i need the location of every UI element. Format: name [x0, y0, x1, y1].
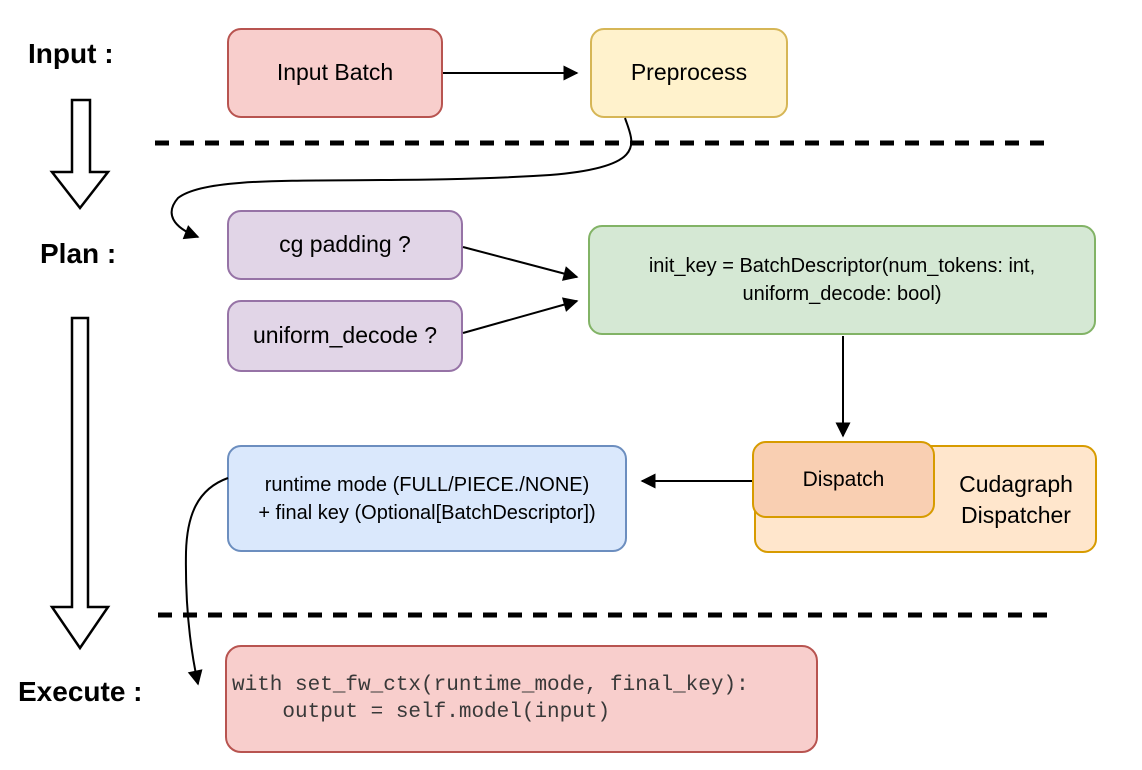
- node-cg-padding: cg padding ?: [227, 210, 463, 280]
- plan-to-execute-arrow-icon: [49, 316, 111, 651]
- init-key-line-2: uniform_decode: bool): [742, 283, 942, 305]
- init-key-line-1: init_key = BatchDescriptor(num_tokens: i…: [648, 255, 1036, 277]
- input-to-plan-arrow-icon: [49, 98, 111, 211]
- node-init-key: init_key = BatchDescriptor(num_tokens: i…: [588, 225, 1096, 335]
- arrow-runtime-result-to-execute-code: [184, 477, 229, 686]
- node-uniform-decode: uniform_decode ?: [227, 300, 463, 372]
- runtime-result-line-1: runtime mode (FULL/PIECE./NONE): [264, 473, 590, 496]
- dispatcher-line-2: Dispatcher: [961, 502, 1071, 528]
- node-runtime-result: runtime mode (FULL/PIECE./NONE) + final …: [227, 445, 627, 552]
- execute-code-line-1: with set_fw_ctx(runtime_mode, final_key)…: [232, 674, 749, 697]
- stage-label-input: Input :: [28, 38, 114, 69]
- arrow-uniform-decode-to-init-key: [462, 297, 579, 334]
- stage-label-plan: Plan :: [40, 238, 117, 269]
- arrow-cg-padding-to-init-key: [462, 246, 579, 281]
- node-execute-code: with set_fw_ctx(runtime_mode, final_key)…: [225, 645, 818, 753]
- runtime-result-line-2: + final key (Optional[BatchDescriptor]): [258, 501, 596, 524]
- dispatcher-line-1: Cudagraph: [959, 471, 1073, 497]
- stage-label-execute: Execute :: [18, 676, 143, 707]
- node-dispatch: Dispatch: [752, 441, 935, 518]
- node-input-batch: Input Batch: [227, 28, 443, 118]
- node-preprocess: Preprocess: [590, 28, 788, 118]
- execute-code-line-2: output = self.model(input): [232, 701, 611, 724]
